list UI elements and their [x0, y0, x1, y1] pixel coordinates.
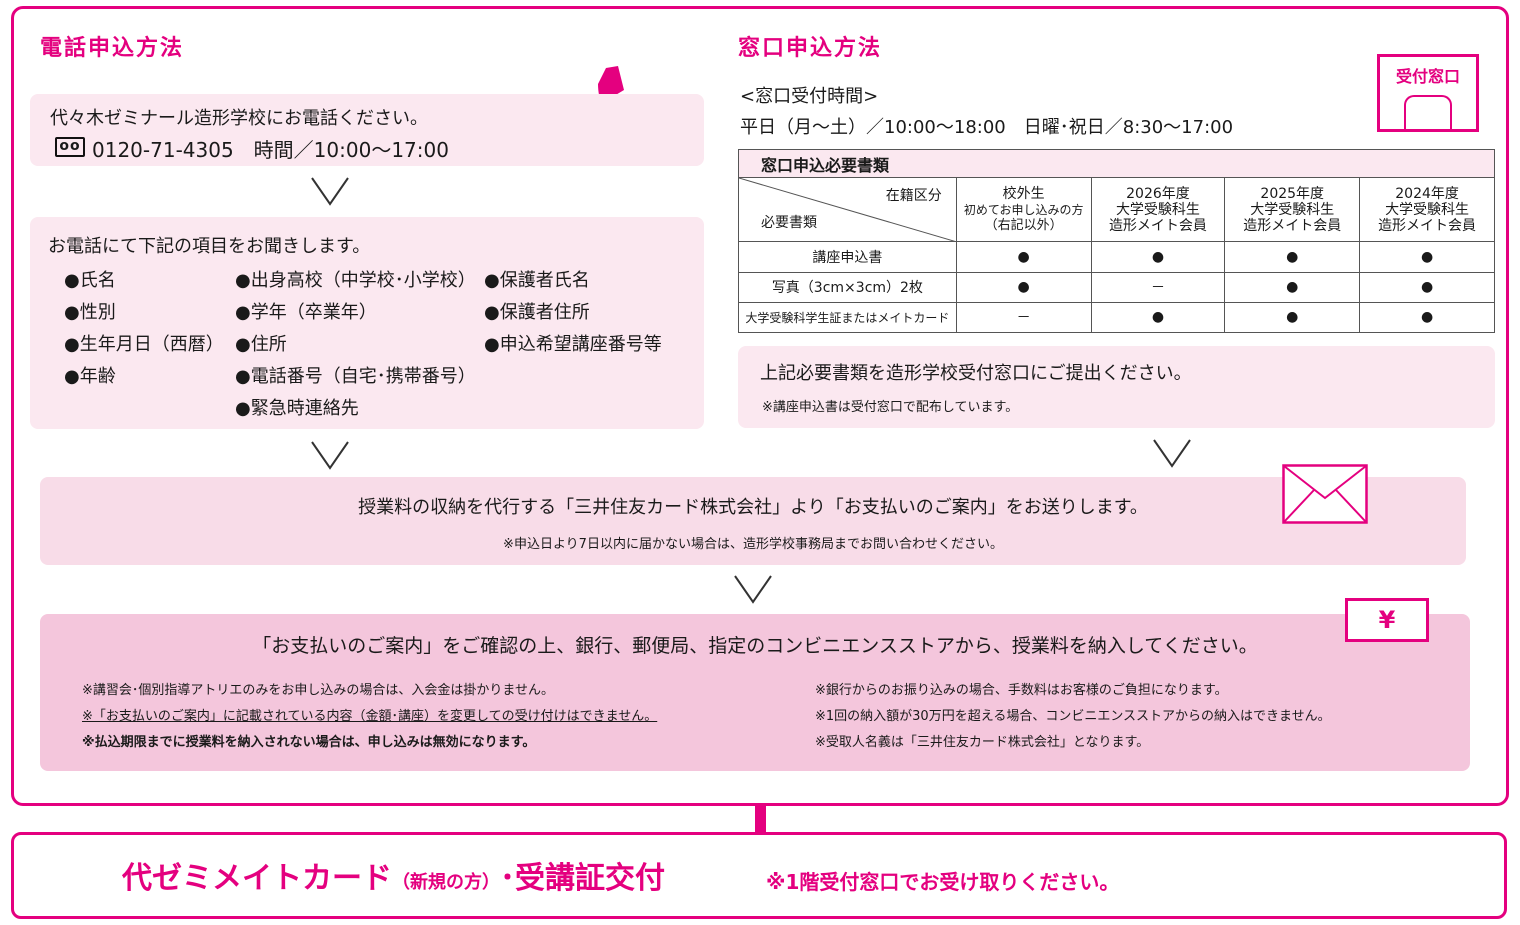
phone-items-box — [30, 217, 704, 429]
phone-number-hours: 0120-71-4305 時間／10:00〜17:00 — [92, 138, 449, 162]
phone-items-col2: ●出身高校（中学校･小学校） ●学年（卒業年） ●住所 ●電話番号（自宅･携帯番… — [235, 265, 476, 425]
table-cell: ● — [1224, 241, 1361, 273]
column-header-line: 初めてお申し込みの方 — [963, 202, 1084, 217]
phone-call-box — [30, 94, 704, 166]
list-item: ●申込希望講座番号等 — [484, 334, 662, 355]
phone-section-title: 電話申込方法 — [40, 36, 185, 61]
table-row: 写真（3cm×3cm）2枚 ● － ● ● — [738, 271, 1495, 303]
phone-items-col1: ●氏名 ●性別 ●生年月日（西暦） ●年齢 — [64, 265, 224, 393]
counter-hours: 平日（月〜土）／10:00〜18:00 日曜･祝日／8:30〜17:00 — [740, 117, 1234, 138]
final-step-title: 代ゼミメイトカード（新規の方）･受講証交付 — [122, 853, 665, 897]
payment-notes-right: ※銀行からのお振り込みの場合、手数料はお客様のご負担になります。 ※1回の納入額… — [815, 678, 1331, 756]
final-note: ※1階受付窓口でお受け取りください。 — [766, 870, 1120, 894]
column-header-line: 大学受験科生 — [1385, 201, 1470, 218]
list-item: ●生年月日（西暦） — [64, 334, 224, 355]
list-item: ●緊急時連絡先 — [235, 398, 359, 419]
payment-note: ※1回の納入額が30万円を超える場合、コンビニエンスストアからの納入はできません… — [815, 709, 1331, 724]
column-header-line: 大学受験科生 — [1250, 201, 1335, 218]
column-header-line: 造形メイト会員 — [1243, 217, 1342, 234]
column-header: 2026年度 大学受験科生 造形メイト会員 — [1090, 177, 1226, 243]
payment-note: ※受取人名義は「三井住友カード株式会社」となります。 — [815, 735, 1150, 750]
table-row: 講座申込書 ● ● ● ● — [738, 241, 1495, 273]
table-caption: 窓口申込必要書類 — [738, 148, 1495, 179]
list-item: ●電話番号（自宅･携帯番号） — [235, 366, 476, 387]
column-header-line: 2024年度 — [1395, 185, 1459, 202]
free-dial-icon: oo — [55, 137, 85, 157]
payment-note: ※銀行からのお振り込みの場合、手数料はお客様のご負担になります。 — [815, 683, 1228, 698]
submit-line: 上記必要書類を造形学校受付窓口にご提出ください。 — [760, 363, 1192, 384]
down-arrow-icon — [1153, 439, 1191, 468]
down-arrow-icon — [311, 441, 349, 470]
table-cell: － — [955, 301, 1092, 334]
final-main-1: 代ゼミメイトカード — [122, 861, 392, 896]
required-documents-table: 窓口申込必要書類 在籍区分 必要書類 校外生 初めてお申し込みの方 （右記以外）… — [738, 148, 1495, 334]
table-cell: ● — [1359, 271, 1495, 303]
application-methods-frame — [11, 6, 1509, 806]
table-cell: ● — [1224, 301, 1361, 334]
list-item: ●年齢 — [64, 366, 116, 387]
list-item: ●保護者住所 — [484, 302, 590, 323]
column-header-line: 造形メイト会員 — [1378, 217, 1477, 234]
payment-notes-left: ※講習会･個別指導アトリエのみをお申し込みの場合は、入会金は掛かりません。 ※「… — [82, 678, 657, 756]
table-cell: － — [1090, 271, 1226, 303]
column-header-line: 造形メイト会員 — [1108, 217, 1207, 234]
reception-window-icon: 受付窓口 — [1377, 54, 1479, 132]
list-item: ●氏名 — [64, 270, 116, 291]
table-cell: ● — [955, 241, 1092, 273]
payment-note: ※講習会･個別指導アトリエのみをお申し込みの場合は、入会金は掛かりません。 — [82, 683, 555, 698]
column-header-line: 大学受験科生 — [1115, 201, 1200, 218]
mail-notice-box — [40, 477, 1466, 565]
column-header-line: 2026年度 — [1126, 185, 1190, 202]
final-small: （新規の方） — [392, 872, 500, 893]
list-item: ●出身高校（中学校･小学校） — [235, 270, 476, 291]
row-label: 写真（3cm×3cm）2枚 — [738, 271, 957, 303]
envelope-icon — [1282, 464, 1368, 524]
down-arrow-icon — [734, 575, 772, 604]
list-item: ●住所 — [235, 334, 287, 355]
connector-line — [755, 806, 766, 832]
reception-window-label: 受付窓口 — [1395, 67, 1460, 86]
column-header: 2024年度 大学受験科生 造形メイト会員 — [1359, 177, 1495, 243]
phone-items-col3: ●保護者氏名 ●保護者住所 ●申込希望講座番号等 — [484, 265, 662, 361]
list-item: ●学年（卒業年） — [235, 302, 377, 323]
row-label: 講座申込書 — [738, 241, 957, 273]
table-cell: ● — [1090, 301, 1226, 334]
corner-bottom-label: 必要書類 — [761, 215, 817, 232]
mail-line: 授業料の収納を代行する「三井住友カード株式会社」より「お支払いのご案内」をお送り… — [358, 497, 1148, 518]
yen-icon: ¥ — [1345, 598, 1429, 642]
column-header: 校外生 初めてお申し込みの方 （右記以外） — [955, 177, 1092, 243]
list-item: ●保護者氏名 — [484, 270, 590, 291]
table-cell: ● — [1359, 241, 1495, 273]
phone-items-intro: お電話にて下記の項目をお聞きします。 — [48, 236, 371, 257]
table-cell: ● — [955, 271, 1092, 303]
list-item: ●性別 — [64, 302, 116, 323]
final-main-2: ･受講証交付 — [500, 861, 665, 896]
submit-box — [738, 346, 1495, 428]
down-arrow-icon — [311, 177, 349, 206]
counter-hours-label: <窓口受付時間> — [740, 86, 879, 107]
phone-call-line: 代々木ゼミナール造形学校にお電話ください。 — [50, 108, 428, 129]
row-label: 大学受験科学生証またはメイトカード — [738, 301, 957, 334]
corner-top-label: 在籍区分 — [885, 188, 942, 205]
column-header-line: （右記以外） — [984, 217, 1063, 233]
payment-note: ※「お支払いのご案内」に記載されている内容（金額･講座）を変更しての受け付けはで… — [82, 709, 658, 724]
table-corner-cell: 在籍区分 必要書類 — [738, 177, 957, 243]
mail-note: ※申込日より7日以内に届かない場合は、造形学校事務局までお問い合わせください。 — [503, 537, 1003, 552]
table-cell: ● — [1224, 271, 1361, 303]
payment-box — [40, 614, 1470, 771]
payment-line: 「お支払いのご案内」をご確認の上、銀行、郵便局、指定のコンビニエンスストアから、… — [252, 635, 1258, 657]
counter-section-title: 窓口申込方法 — [738, 36, 883, 61]
table-cell: ● — [1090, 241, 1226, 273]
final-step-box — [11, 832, 1507, 919]
payment-note: ※払込期限までに授業料を納入されない場合は、申し込みは無効になります。 — [82, 735, 536, 750]
table-row: 大学受験科学生証またはメイトカード － ● ● ● — [738, 301, 1495, 334]
column-header-line: 校外生 — [1002, 185, 1045, 202]
column-header-line: 2025年度 — [1260, 185, 1325, 202]
submit-note: ※講座申込書は受付窓口で配布しています。 — [762, 400, 1019, 415]
diagonal-line — [739, 178, 957, 243]
table-cell: ● — [1359, 301, 1495, 334]
column-header: 2025年度 大学受験科生 造形メイト会員 — [1224, 177, 1361, 243]
